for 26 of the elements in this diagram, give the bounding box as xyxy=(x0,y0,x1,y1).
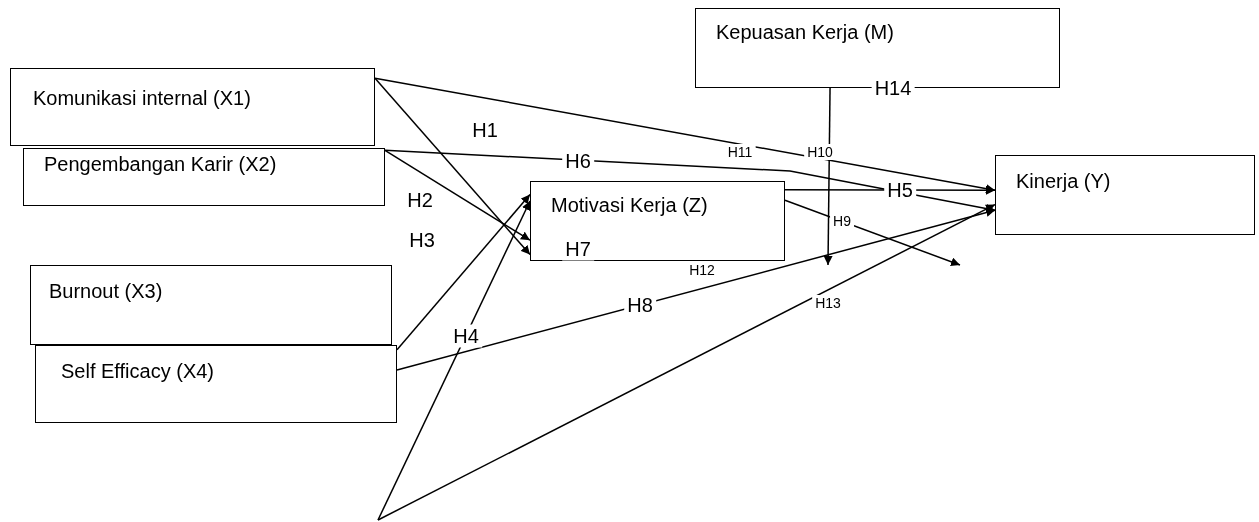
arrow xyxy=(384,149,996,213)
arrow xyxy=(377,203,996,521)
variable-box xyxy=(995,155,1255,235)
edge-label: H13 xyxy=(812,295,844,311)
variable-label: Kinerja (Y) xyxy=(1016,170,1111,193)
variable-box xyxy=(530,181,785,261)
arrow xyxy=(823,87,833,266)
arrow xyxy=(374,77,531,256)
arrow xyxy=(384,149,531,241)
arrow xyxy=(396,208,996,371)
edge-label: H9 xyxy=(830,213,854,229)
hypothesis-label: H10 xyxy=(804,144,836,160)
variable-box xyxy=(10,68,375,146)
variable-box xyxy=(35,345,397,423)
variable-box xyxy=(30,265,392,345)
variable-label: Komunikasi internal (X1) xyxy=(33,87,251,110)
variable-box xyxy=(23,148,385,206)
variable-label: Burnout (X3) xyxy=(49,280,163,303)
arrow xyxy=(784,199,961,267)
variable-label: Pengembangan Karir (X2) xyxy=(44,153,277,176)
variable-label: Motivasi Kerja (Z) xyxy=(551,194,708,217)
arrow xyxy=(377,200,531,521)
arrow xyxy=(374,77,996,194)
variable-label: Self Efficacy (X4) xyxy=(61,360,215,383)
arrow xyxy=(396,193,531,351)
variable-label: Kepuasan Kerja (M) xyxy=(716,21,894,44)
